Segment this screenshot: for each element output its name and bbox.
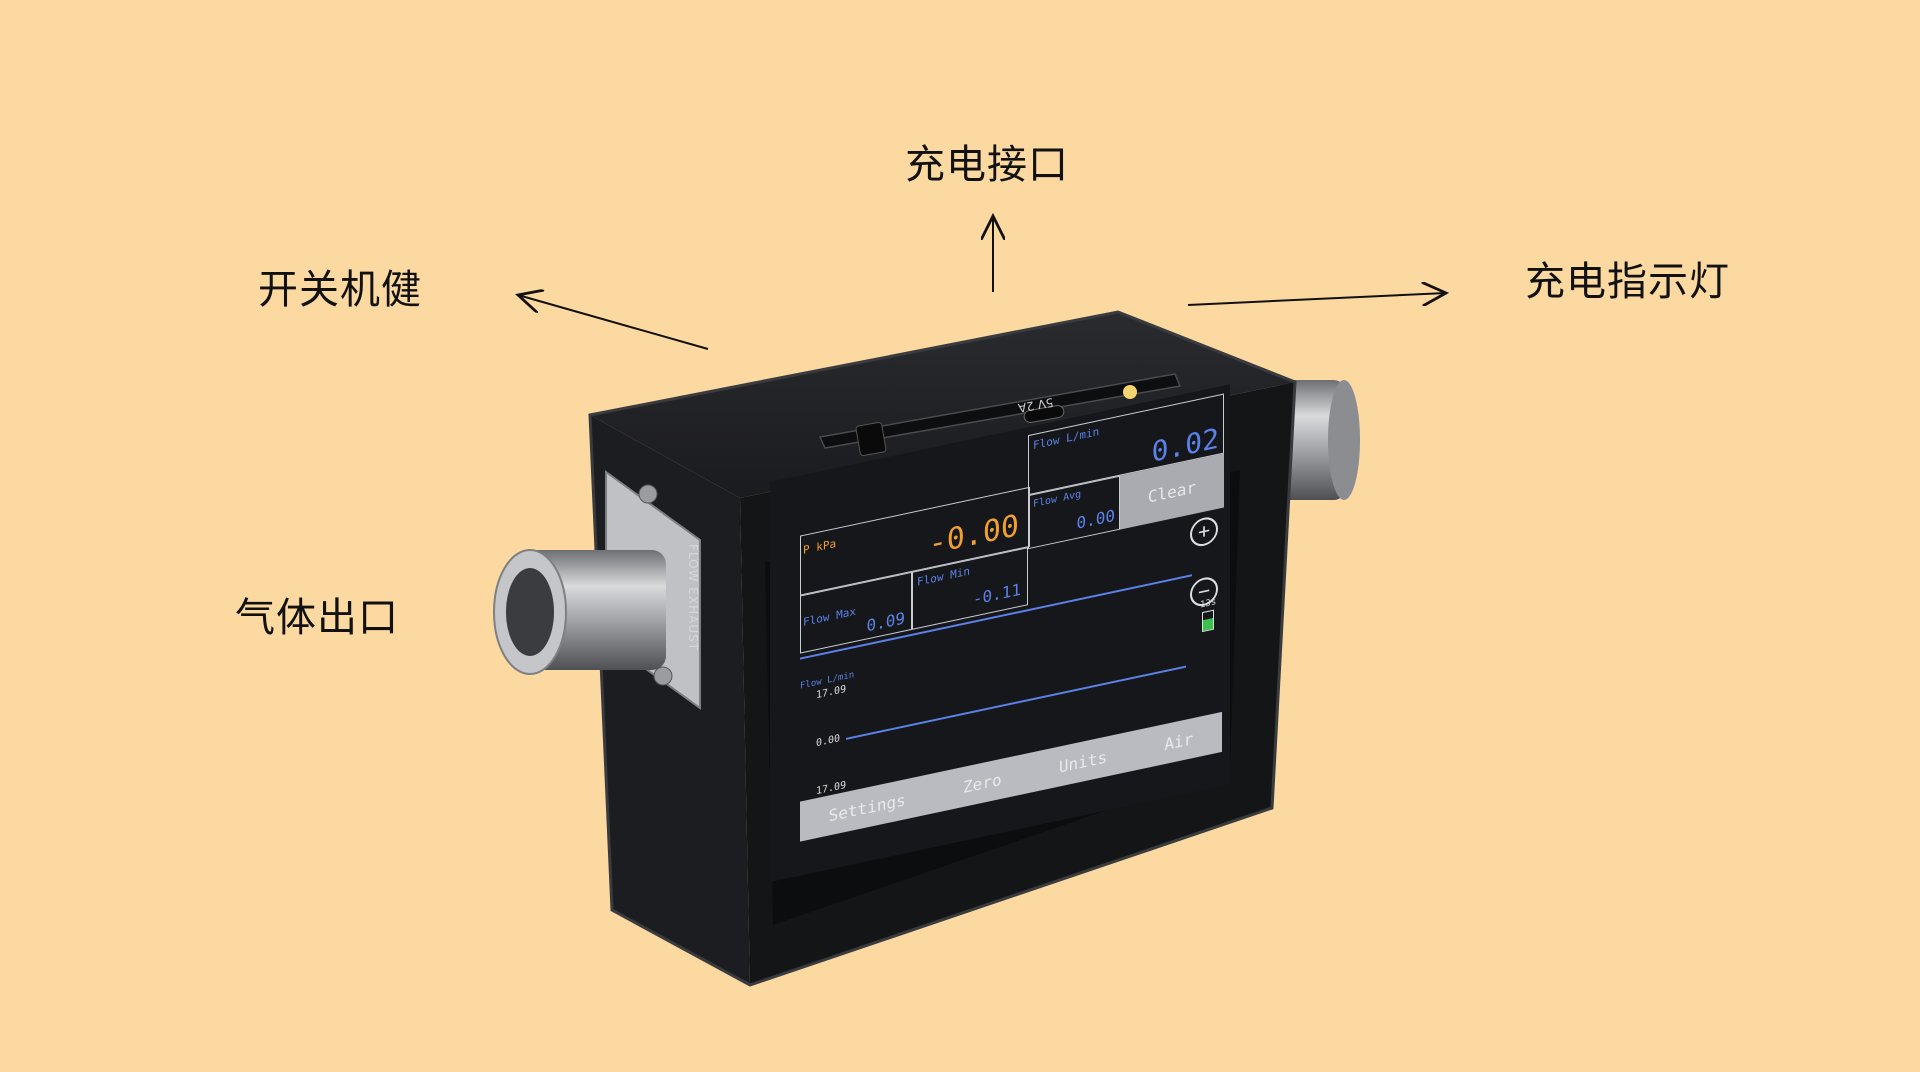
charge-led (1123, 385, 1137, 399)
left-pipe (493, 470, 701, 710)
callout-charging-led: 充电指示灯 (1525, 259, 1730, 305)
callout-charging-port: 充电接口 (905, 142, 1069, 188)
usb-c-port (1023, 405, 1065, 423)
side-label: FLOW EXHAUST (686, 544, 700, 652)
flow-max-value: 0.09 (866, 608, 905, 636)
flow-max-label: Flow Max (803, 604, 856, 629)
softkey-air[interactable]: Air (1164, 728, 1194, 754)
softkey-settings[interactable]: Settings (828, 789, 906, 826)
flow-min-label: Flow Min (917, 564, 970, 589)
softkey-units[interactable]: Units (1058, 746, 1108, 777)
pressure-label: P kPa (803, 536, 837, 557)
graph-baseline (846, 665, 1186, 740)
battery-icon (1202, 609, 1214, 633)
callout-power-button: 开关机健 (258, 267, 422, 313)
right-pipe (1280, 380, 1360, 500)
flow-avg-label: Flow Avg (1033, 488, 1082, 511)
callout-gas-outlet: 气体出口 (235, 595, 399, 641)
arrow-led (1187, 293, 1446, 305)
flow-min-value: -0.11 (972, 579, 1021, 609)
plus-circle-icon: + (1197, 517, 1211, 545)
flow-label: Flow L/min (1033, 425, 1100, 453)
softkey-zero[interactable]: Zero (963, 769, 1002, 797)
zoom-in-button[interactable]: + (1190, 514, 1218, 549)
top-slot (818, 373, 1182, 449)
power-switch (855, 421, 887, 457)
graph-mid-value: 0.00 (816, 733, 841, 750)
clear-label: Clear (1147, 476, 1197, 507)
device-top-face (590, 312, 1295, 498)
arrow-power (518, 295, 709, 350)
flow-avg-value: 0.00 (1076, 505, 1115, 533)
